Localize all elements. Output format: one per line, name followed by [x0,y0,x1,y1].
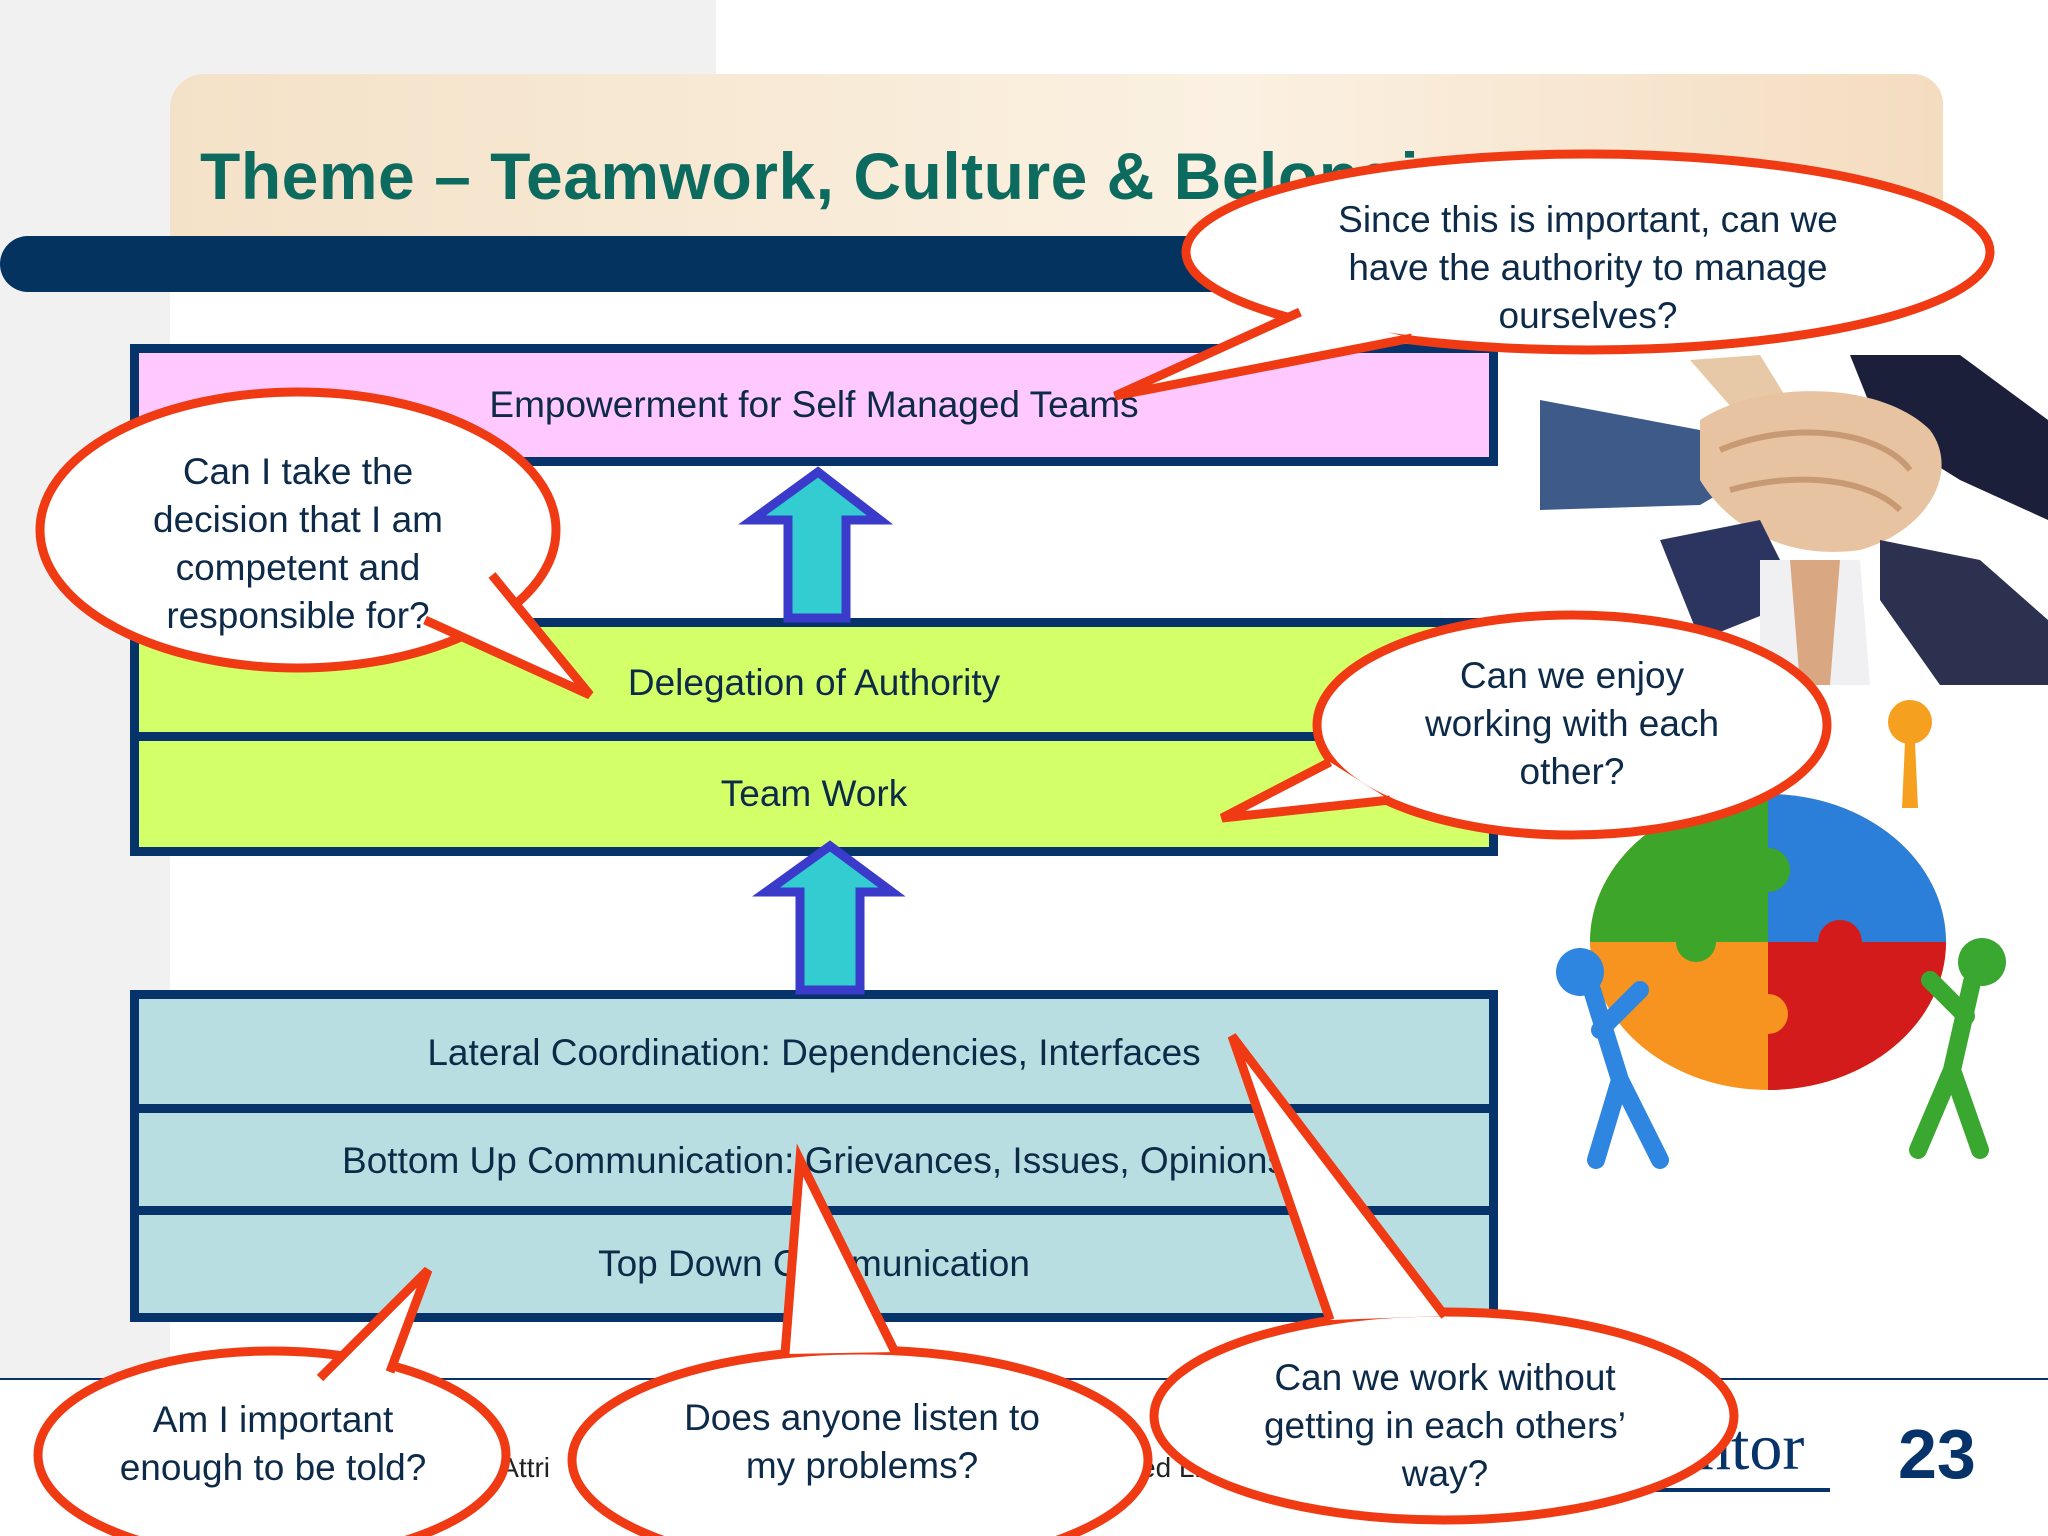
callout-listen-text: Does anyone listen to my problems? [684,1397,1040,1486]
up-arrow-icon [752,840,906,995]
callout-decision [35,387,594,700]
callout-authority-text: Since this is important, can we have the… [1338,199,1838,336]
box-delegation: Delegation of Authority [130,618,1498,738]
callout-listen [567,1143,1153,1536]
box-bottomup-label: Bottom Up Communication: Grievances, Iss… [342,1139,1286,1181]
stacked-hands-photo [1540,355,2048,685]
page-number: 23 [1898,1415,1976,1493]
callout-important-text: Am I important enough to be told? [119,1399,427,1488]
callout-way-text: Can we work without getting in each othe… [1263,1357,1626,1494]
callout-way [1149,1033,1739,1525]
callout-enjoy-text: Can we enjoy working with each other? [1424,655,1720,792]
title-underline-bar [0,236,1290,292]
box-teamwork-label: Team Work [720,773,908,814]
callout-important [33,1266,511,1536]
logo-underline [1580,1488,1830,1492]
box-empowerment-label: Empowerment for Self Managed Teams [489,384,1139,425]
callout-enjoy [1219,610,1832,840]
callout-decision-text: Can I take the decision that I am compet… [153,451,443,636]
up-arrow-icon [738,466,894,623]
box-teamwork: Team Work [130,732,1498,856]
box-delegation-label: Delegation of Authority [627,661,1001,703]
box-lateral-label: Lateral Coordination: Dependencies, Inte… [427,1031,1201,1073]
callout-authority [1113,149,1995,401]
